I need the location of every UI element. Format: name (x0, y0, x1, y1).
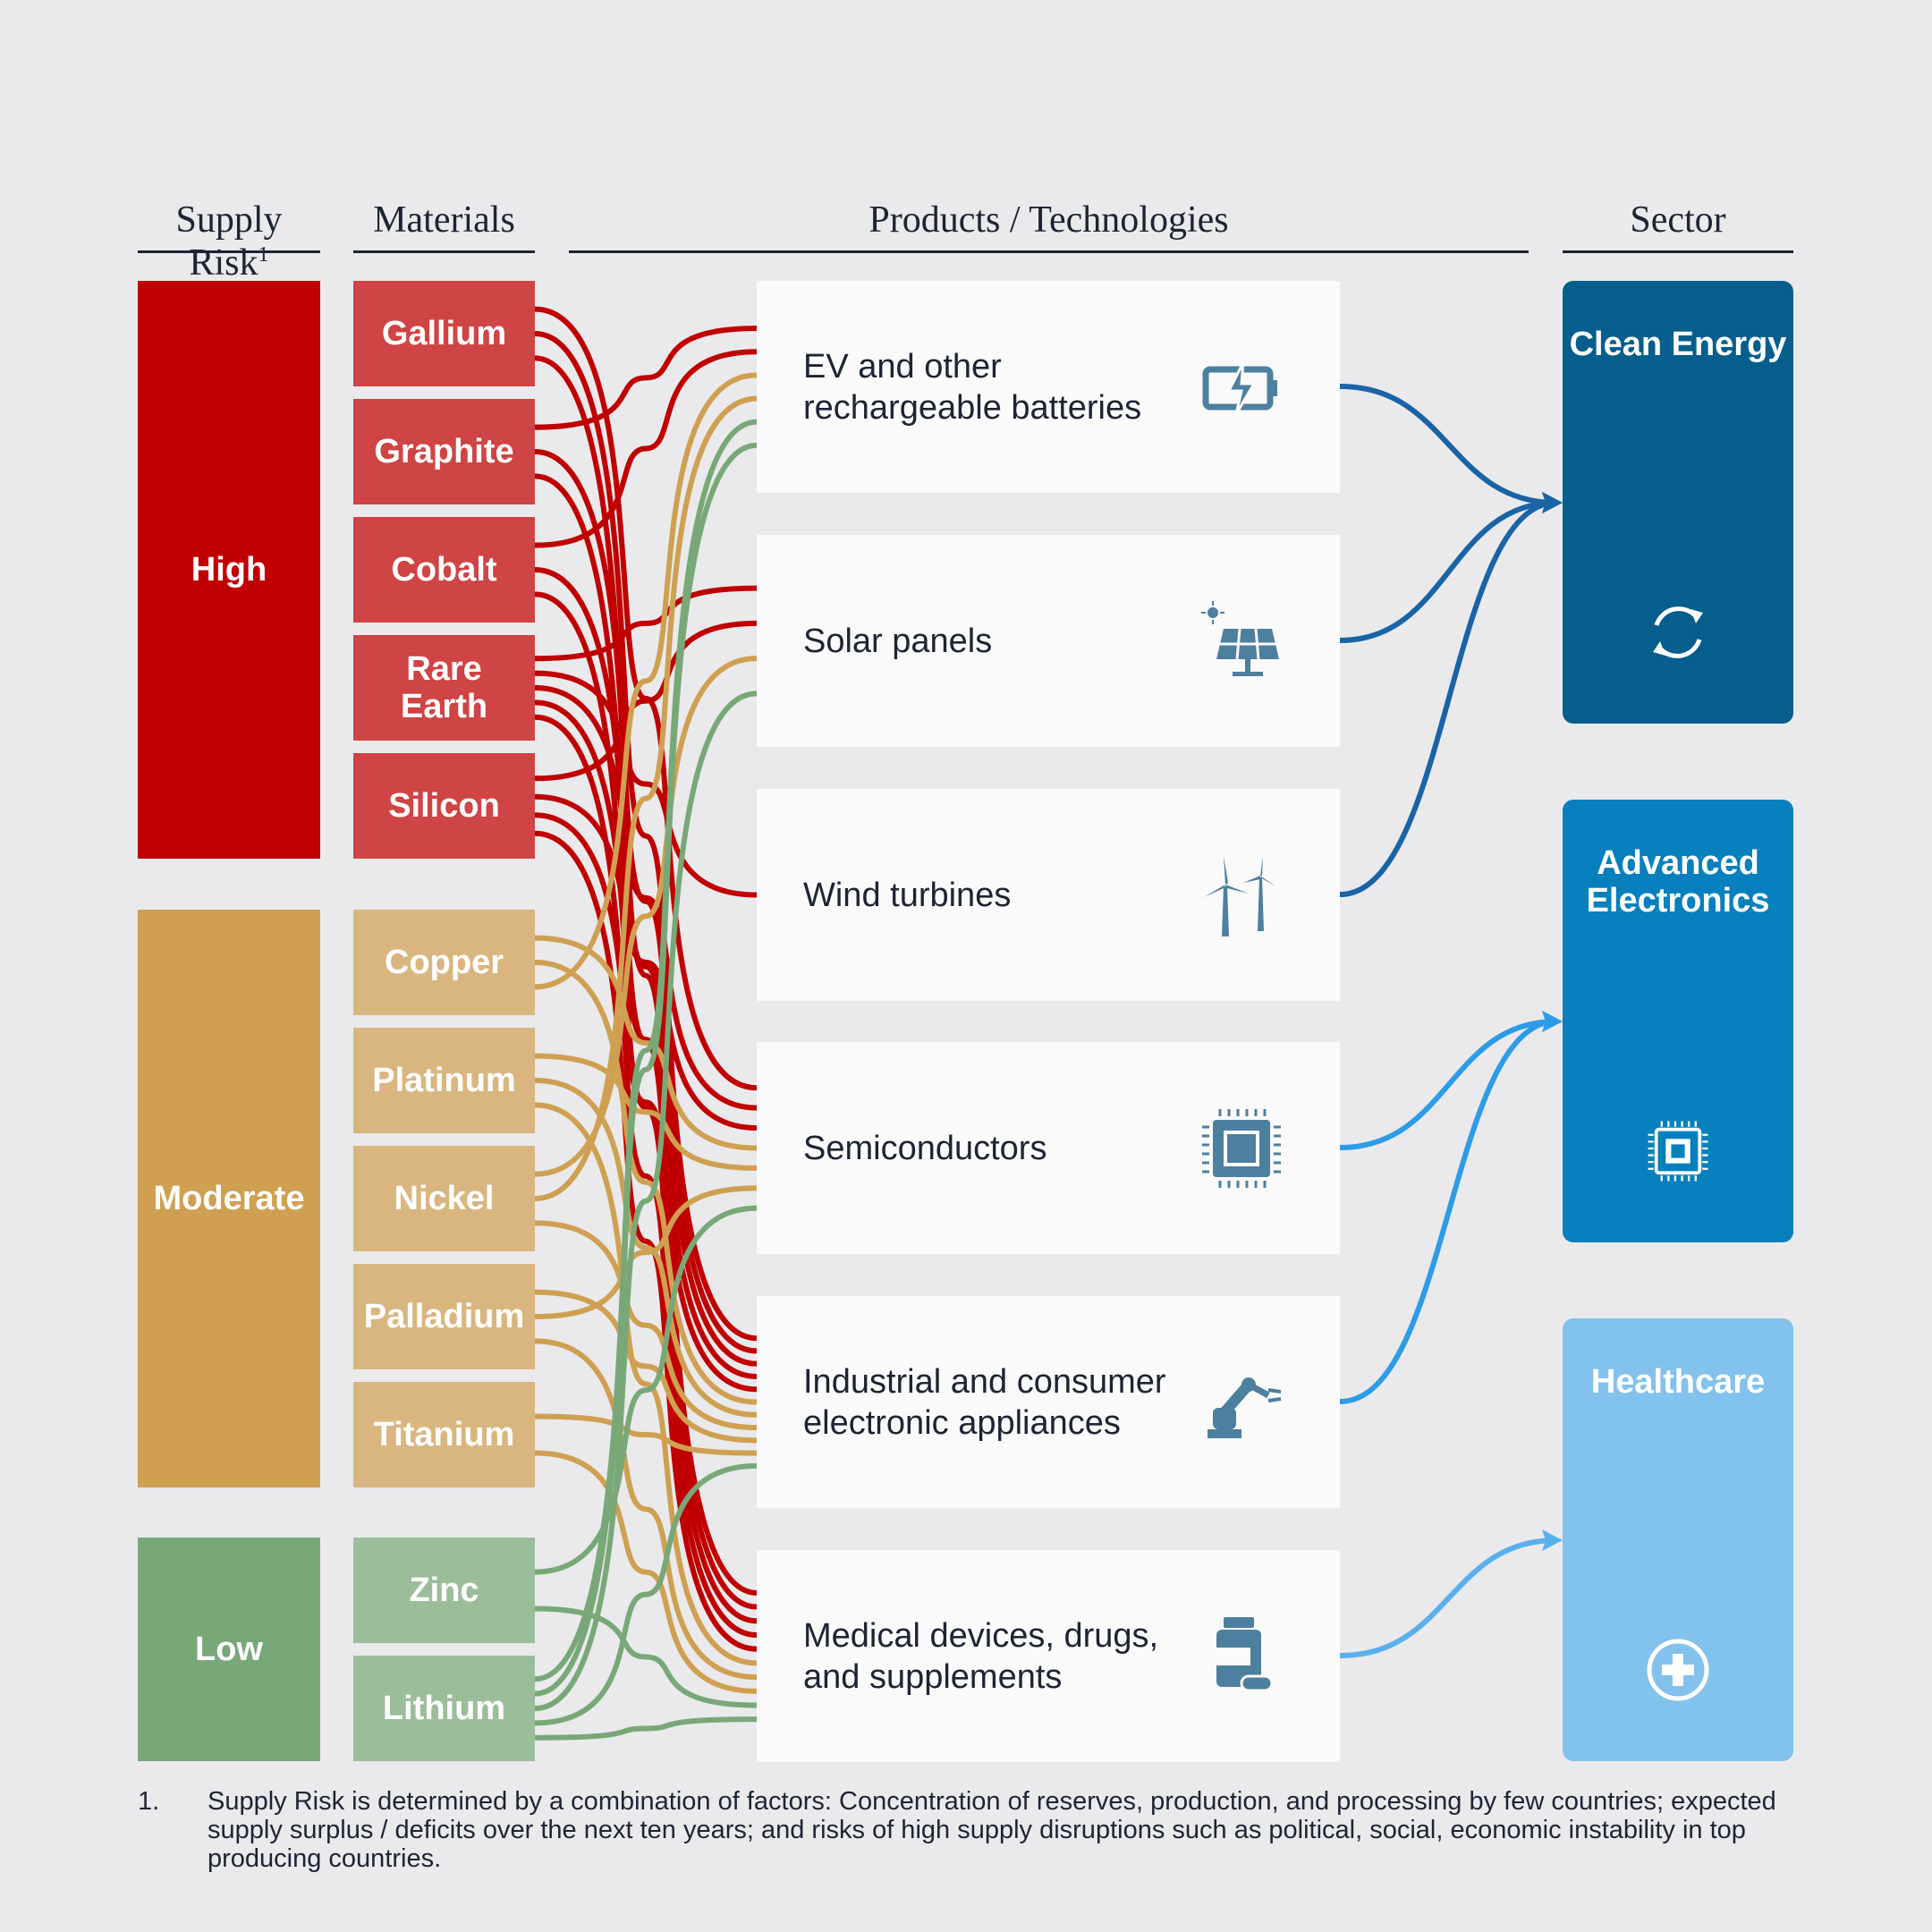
link-lithium (534, 1716, 758, 1741)
footnote-number: 1. (138, 1787, 160, 1816)
link-nickel (534, 395, 758, 1201)
header-supply-risk: Supply Risk1 (138, 199, 320, 284)
product-ev-batteries: EV and other rechargeable batteries (757, 281, 1340, 493)
sector-link (1339, 1019, 1557, 1150)
material-zinc: Zinc (353, 1538, 535, 1643)
link-graphite (534, 449, 758, 1354)
solar-panel-icon (1201, 600, 1279, 676)
chip-icon (1202, 1108, 1281, 1188)
material-platinum: Platinum (353, 1028, 535, 1133)
link-zinc (534, 1205, 758, 1575)
link-cobalt (534, 349, 758, 548)
robot-arm-icon (1208, 1377, 1282, 1438)
link-titanium (534, 1413, 758, 1456)
link-copper (534, 960, 758, 1405)
sector-clean-energy: Clean Energy (1563, 281, 1793, 724)
medicine-bottle-icon (1216, 1616, 1274, 1691)
link-silicon (534, 830, 758, 1652)
product-solar-panels: Solar panels (757, 535, 1340, 747)
link-palladium (534, 1185, 758, 1319)
header-materials: Materials (353, 199, 535, 253)
material-palladium: Palladium (353, 1264, 535, 1369)
risk-low: Low (138, 1538, 320, 1761)
risk-moderate: Moderate (138, 910, 320, 1487)
sector-link (1339, 500, 1557, 643)
link-graphite (534, 326, 758, 430)
link-rare-earth (534, 699, 758, 1379)
footnote-text: Supply Risk is determined by a combinati… (208, 1787, 1776, 1873)
link-platinum (534, 1102, 758, 1666)
link-rare-earth (534, 670, 758, 898)
product-label: Semiconductors (803, 1129, 1047, 1167)
sector-label: Clean Energy (1569, 326, 1787, 363)
link-gallium (534, 355, 758, 1596)
link-rare-earth (534, 685, 758, 1111)
material-copper: Copper (353, 910, 535, 1015)
sector-healthcare: Healthcare (1563, 1318, 1793, 1761)
link-lithium (534, 691, 758, 1711)
risk-high: High (138, 281, 320, 859)
product-medical: Medical devices, drugs, and supplements (757, 1550, 1340, 1762)
product-semiconductors: Semiconductors (757, 1042, 1340, 1254)
material-silicon: Silicon (353, 753, 535, 859)
product-label: Medical devices, drugs, and supplements (803, 1616, 1159, 1696)
link-gallium (534, 331, 758, 1342)
material-gallium: Gallium (353, 281, 535, 386)
link-lithium (534, 1462, 758, 1726)
link-titanium (534, 1450, 758, 1694)
sector-link (1339, 500, 1557, 897)
link-lithium (534, 442, 758, 1697)
material-rare-earth: Rare Earth (353, 635, 535, 741)
product-wind-turbines: Wind turbines (757, 789, 1340, 1001)
link-nickel (534, 1220, 758, 1431)
link-palladium (534, 1338, 758, 1681)
sector-link (1339, 1538, 1557, 1658)
product-label: EV and other rechargeable batteries (803, 347, 1142, 427)
recycle-icon (1653, 606, 1703, 658)
link-silicon (534, 812, 758, 1393)
link-platinum (534, 1053, 758, 1171)
product-label: Wind turbines (803, 876, 1012, 914)
product-label: Industrial and consumer electronic appli… (803, 1362, 1166, 1442)
sector-link (1339, 384, 1557, 505)
material-cobalt: Cobalt (353, 517, 535, 623)
footnote-marker: 1 (258, 243, 269, 267)
link-silicon (534, 620, 758, 782)
link-silicon (534, 793, 758, 1131)
header-products: Products / Technologies (569, 199, 1529, 253)
link-copper (534, 935, 758, 1151)
sector-advanced-electronics: Advanced Electronics (1563, 800, 1793, 1242)
chip-icon (1648, 1121, 1708, 1182)
sector-link (1339, 1019, 1557, 1404)
product-label: Solar panels (803, 622, 993, 660)
material-nickel: Nickel (353, 1146, 535, 1251)
wind-turbine-icon (1204, 855, 1275, 936)
header-supply-risk-text: Supply Risk (175, 199, 283, 284)
medical-cross-icon (1647, 1639, 1709, 1701)
sector-label: Advanced Electronics (1586, 844, 1770, 919)
arrowhead-icon (1542, 492, 1563, 513)
link-rare-earth (534, 714, 758, 1638)
link-zinc (534, 1606, 758, 1708)
material-titanium: Titanium (353, 1382, 535, 1487)
link-copper (534, 372, 758, 990)
link-cobalt (534, 567, 758, 1367)
header-sector: Sector (1563, 199, 1793, 253)
sector-label: Healthcare (1590, 1363, 1766, 1401)
material-graphite: Graphite (353, 399, 535, 504)
product-industrial-appliances: Industrial and consumer electronic appli… (757, 1296, 1340, 1508)
arrowhead-icon (1542, 1530, 1563, 1551)
link-rare-earth (534, 585, 758, 662)
link-palladium (534, 1289, 758, 1444)
link-cobalt (534, 591, 758, 1624)
arrowhead-icon (1542, 1011, 1563, 1032)
battery-icon (1202, 360, 1277, 415)
material-lithium: Lithium (353, 1656, 535, 1761)
